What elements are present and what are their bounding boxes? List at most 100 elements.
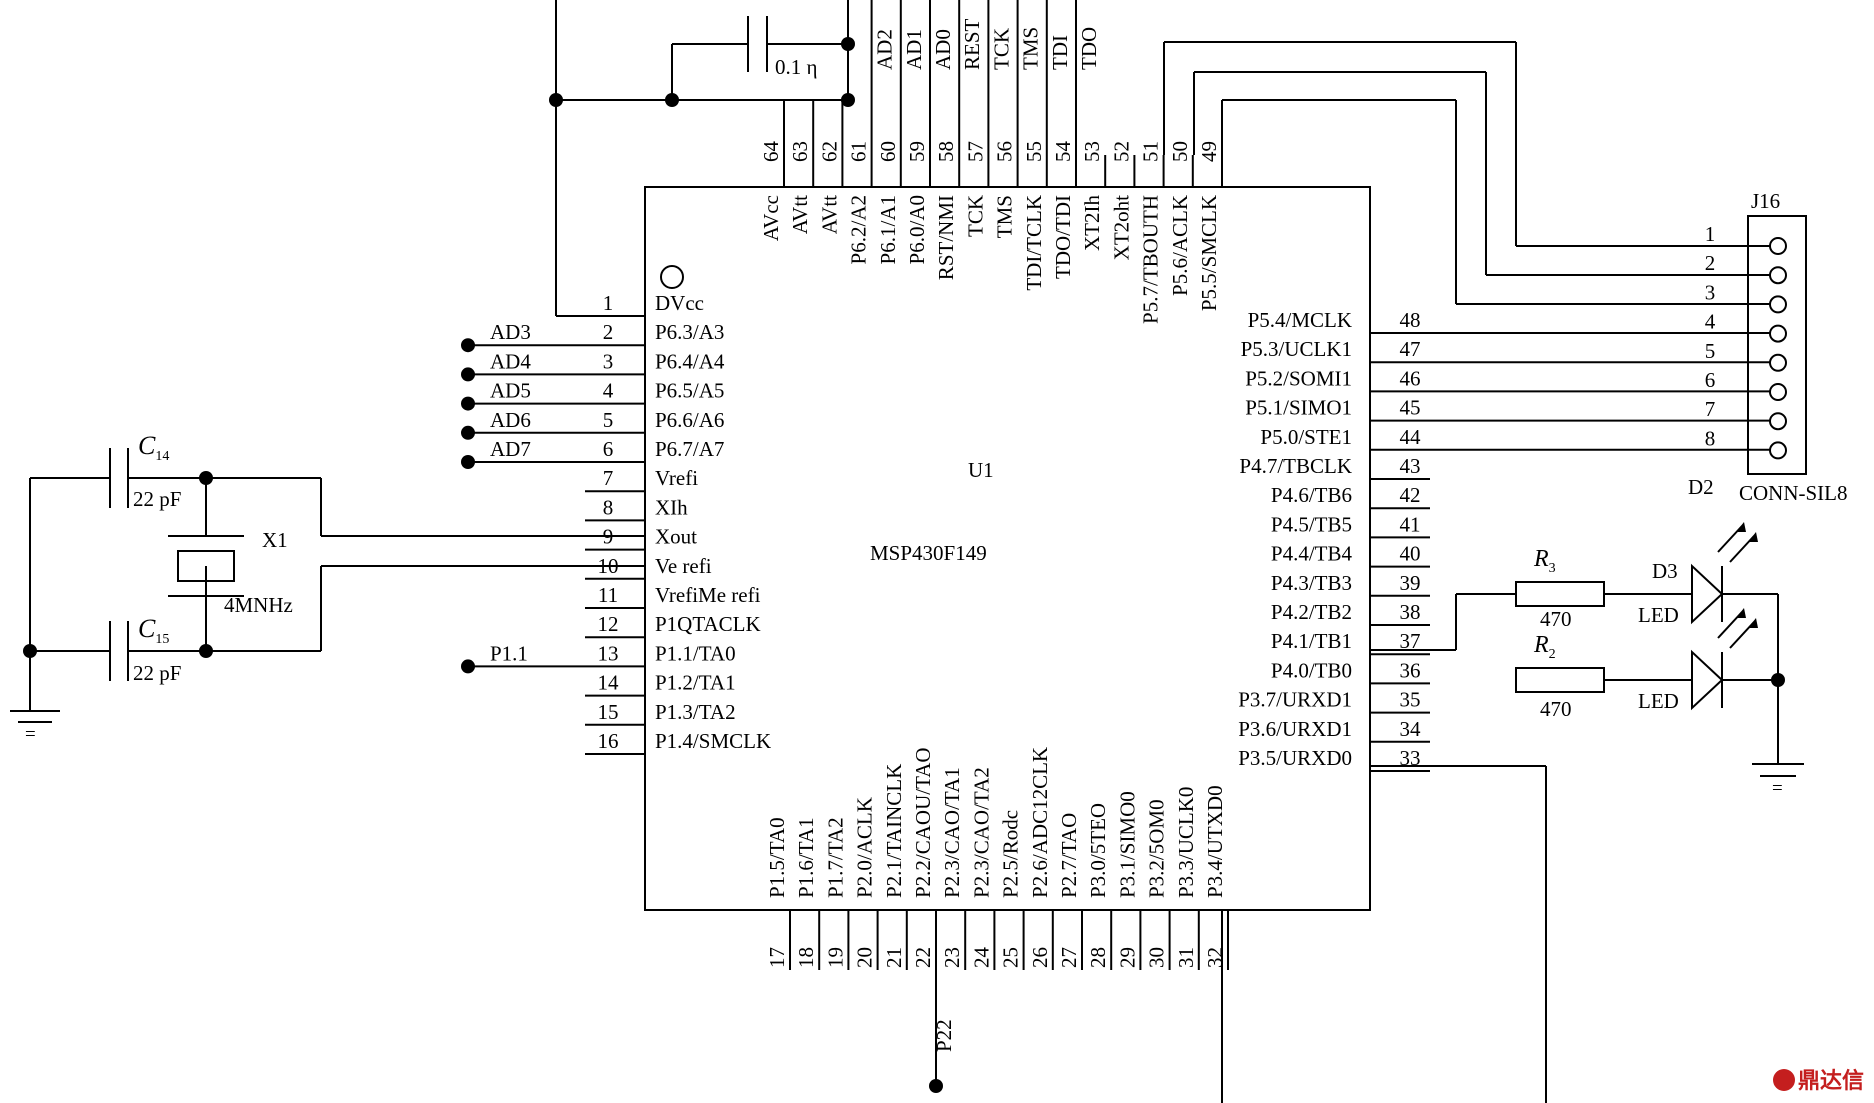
right-pin-name: P3.7/URXD1 bbox=[1238, 688, 1352, 712]
left-pin-number: 11 bbox=[598, 583, 618, 607]
bottom-pin-number: 17 bbox=[765, 947, 789, 968]
left-pin-number: 12 bbox=[598, 612, 619, 636]
left-net-label: AD5 bbox=[490, 379, 531, 403]
crystal-ref: X1 bbox=[262, 528, 288, 552]
left-net-label: AD3 bbox=[490, 320, 531, 344]
p22-terminal bbox=[929, 1079, 943, 1093]
left-pin-number: 1 bbox=[603, 291, 614, 315]
c15-label: C15 bbox=[138, 614, 169, 647]
right-pin-number: 41 bbox=[1400, 512, 1421, 536]
right-pin-name: P4.0/TB0 bbox=[1271, 658, 1352, 682]
c14-label: C14 bbox=[138, 431, 169, 464]
bottom-pin-name: P2.3/CAO/TA1 bbox=[940, 767, 964, 898]
left-pin-number: 15 bbox=[598, 700, 619, 724]
bottom-pin-number: 27 bbox=[1057, 947, 1081, 968]
left-pin-name: P1.1/TA0 bbox=[655, 641, 736, 665]
top-pin-name: XT2Ih bbox=[1080, 195, 1104, 251]
right-pin-number: 35 bbox=[1400, 688, 1421, 712]
bottom-pin-number: 31 bbox=[1174, 947, 1198, 968]
left-net-label: P1.1 bbox=[490, 641, 528, 665]
right-pin-name: P5.2/SOMI1 bbox=[1245, 366, 1352, 390]
top-net-label: AD0 bbox=[931, 29, 955, 70]
bottom-pin-number: 20 bbox=[853, 947, 877, 968]
top-net-label: AD1 bbox=[902, 29, 926, 70]
left-net-label: AD4 bbox=[490, 349, 531, 373]
connector-part: CONN-SIL8 bbox=[1739, 481, 1848, 505]
right-pin-number: 38 bbox=[1400, 600, 1421, 624]
led-d3-symbol bbox=[1691, 522, 1758, 625]
bottom-pin-name: P3.4/UTXD0 bbox=[1203, 785, 1227, 898]
top-pin-number: 52 bbox=[1109, 141, 1133, 162]
top-pin-name: TMS bbox=[993, 195, 1017, 238]
left-net-terminal bbox=[461, 396, 475, 411]
connector-pin bbox=[1769, 383, 1787, 401]
top-pin-name: TCK bbox=[963, 195, 987, 237]
r2-value: 470 bbox=[1540, 697, 1572, 721]
right-pin-number: 40 bbox=[1400, 542, 1421, 566]
bottom-pin-name: P2.3/CAO/TA2 bbox=[969, 767, 993, 898]
right-pin-number: 43 bbox=[1400, 454, 1421, 478]
right-pin-name: P4.2/TB2 bbox=[1271, 600, 1352, 624]
bottom-pin-number: 28 bbox=[1086, 947, 1110, 968]
top-pin-name: AVcc bbox=[759, 195, 783, 241]
top-pin-name: XT2oht bbox=[1109, 195, 1133, 260]
right-pin-number: 44 bbox=[1400, 425, 1422, 449]
led-junction bbox=[1771, 673, 1785, 687]
connector-pin bbox=[1769, 353, 1787, 372]
top-pin-number: 54 bbox=[1051, 141, 1075, 163]
right-pin-number: 37 bbox=[1400, 629, 1421, 653]
right-pin-number: 33 bbox=[1400, 746, 1421, 770]
led-d2-label: D2 bbox=[1688, 475, 1714, 499]
top-pin-number: 62 bbox=[817, 141, 841, 162]
right-pin-number: 46 bbox=[1400, 366, 1421, 390]
connector-pin bbox=[1769, 441, 1787, 460]
crystal-junctions bbox=[23, 471, 213, 658]
left-pin-name: P6.7/A7 bbox=[655, 437, 724, 461]
top-net-label: TDI bbox=[1048, 35, 1072, 70]
connector-pin-number: 1 bbox=[1705, 222, 1716, 246]
top-pin-name: TDI/TCLK bbox=[1022, 195, 1046, 291]
power-wiring bbox=[555, 0, 849, 317]
right-pin-name: P4.4/TB4 bbox=[1271, 542, 1353, 566]
connector-pin bbox=[1769, 237, 1787, 255]
top-pin-name: P6.1/A1 bbox=[876, 195, 900, 264]
bottom-pin-number: 19 bbox=[823, 947, 847, 968]
bottom-pin-number: 29 bbox=[1115, 947, 1139, 968]
left-pin-number: 13 bbox=[598, 641, 619, 665]
mcu-part: MSP430F149 bbox=[870, 541, 987, 565]
connector-pin-number: 5 bbox=[1705, 339, 1716, 363]
top-pin-name: RST/NMI bbox=[934, 195, 958, 280]
bottom-pin-number: 32 bbox=[1203, 947, 1227, 968]
left-pin-name: P1.2/TA1 bbox=[655, 671, 736, 695]
left-net-label: AD7 bbox=[490, 437, 531, 461]
top-pin-name: P5.6/ACLK bbox=[1168, 195, 1192, 296]
top-pin-number: 49 bbox=[1197, 141, 1221, 162]
ground-mark-right: = bbox=[1772, 778, 1783, 799]
bottom-pin-name: P2.0/ACLK bbox=[853, 797, 877, 898]
right-pin-name: P4.6/TB6 bbox=[1271, 483, 1352, 507]
bottom-pin-name: P2.6/ADC12CLK bbox=[1028, 747, 1052, 898]
r2-label: R2 bbox=[1533, 632, 1556, 662]
connector-pin bbox=[1769, 324, 1787, 343]
bottom-pin-name: P1.6/TA1 bbox=[794, 817, 818, 898]
led-label-1: LED bbox=[1638, 603, 1679, 627]
top-net-label: TMS bbox=[1019, 27, 1043, 70]
left-pin-name: Xout bbox=[655, 525, 697, 549]
connector-pin bbox=[1769, 266, 1787, 285]
left-pin-name: P1.3/TA2 bbox=[655, 700, 736, 724]
ground-mark-left: = bbox=[25, 724, 36, 745]
left-pin-name: P6.4/A4 bbox=[655, 349, 725, 373]
left-net-terminal bbox=[461, 425, 475, 440]
connector-j16-body bbox=[1747, 215, 1807, 475]
top-pin-number: 61 bbox=[847, 141, 871, 162]
left-net-terminal bbox=[461, 367, 475, 382]
led-wiring bbox=[1370, 593, 1804, 777]
bottom-pin-number: 30 bbox=[1145, 947, 1169, 968]
left-pin-number: 3 bbox=[603, 349, 614, 373]
left-pin-name: P6.3/A3 bbox=[655, 320, 724, 344]
bottom-pin-name: P2.1/TAINCLK bbox=[882, 764, 906, 898]
top-pin-number: 56 bbox=[993, 141, 1017, 162]
right-pin-name: P5.0/STE1 bbox=[1260, 425, 1352, 449]
top-pin-number: 57 bbox=[963, 141, 987, 162]
